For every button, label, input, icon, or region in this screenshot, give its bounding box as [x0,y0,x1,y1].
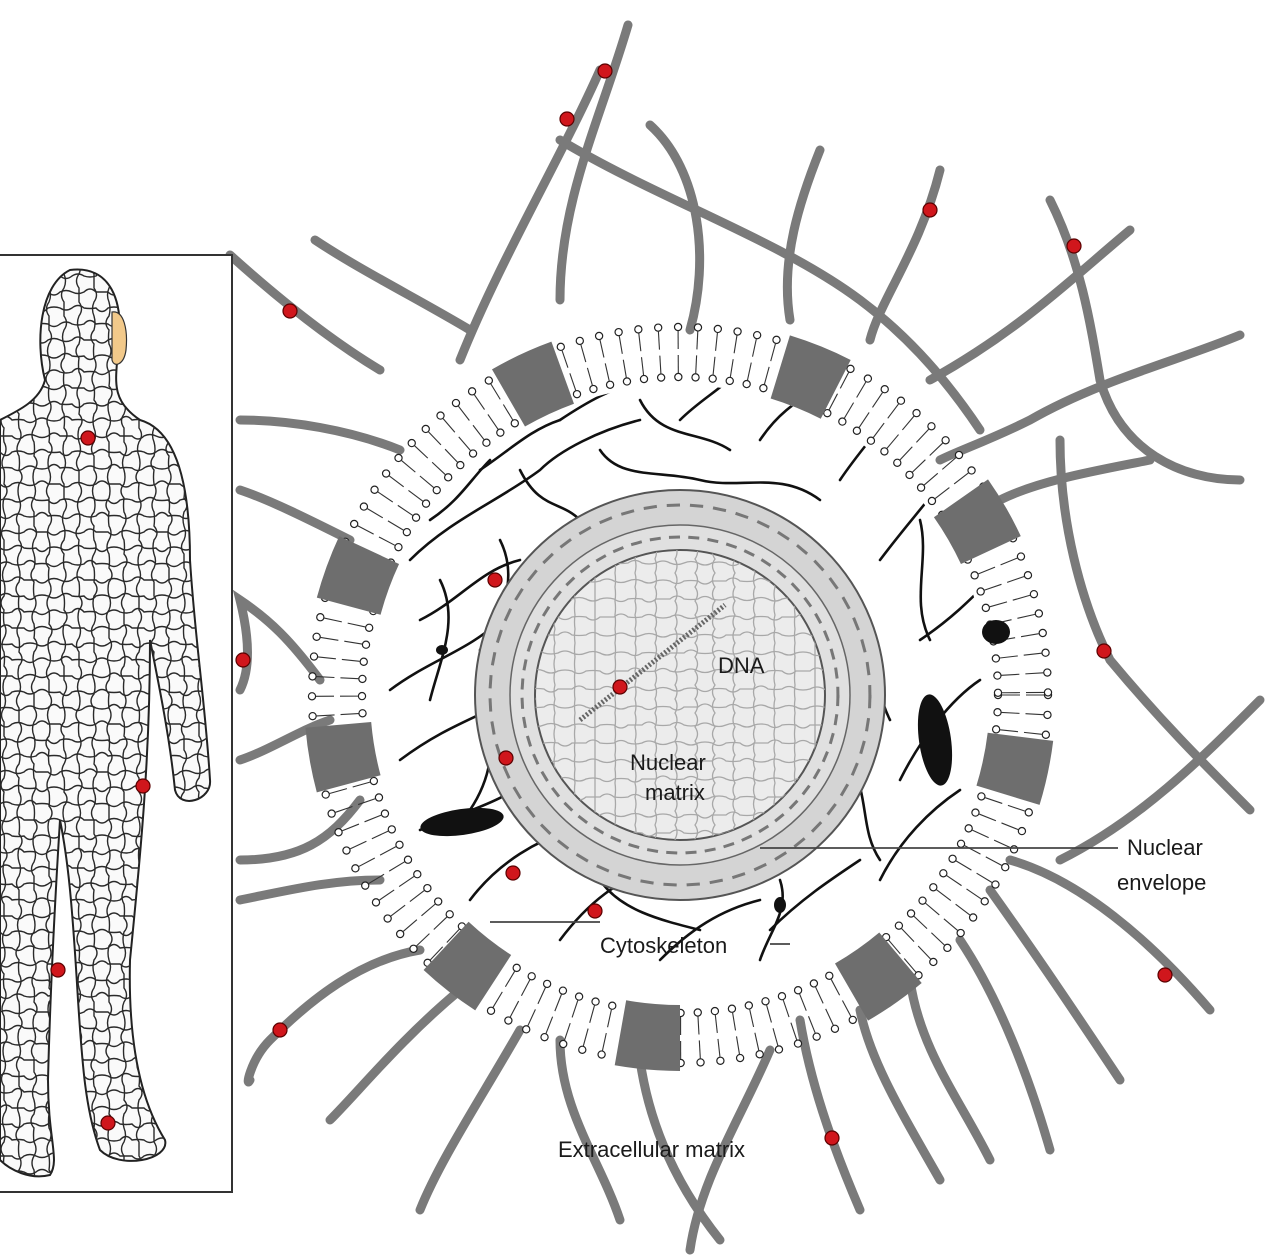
label-extracellular-matrix: Extracellular matrix [558,1137,745,1162]
label-nuclear-matrix-line1: Nuclear [630,750,706,775]
label-dna: DNA [718,653,765,678]
human-body-panel [0,255,240,1198]
label-nuclear-envelope-line2: envelope [1117,870,1206,895]
label-cytoskeleton: Cytoskeleton [600,933,727,958]
label-nuclear-matrix-line2: matrix [645,780,705,805]
label-nuclear-envelope-line1: Nuclear [1127,835,1203,860]
